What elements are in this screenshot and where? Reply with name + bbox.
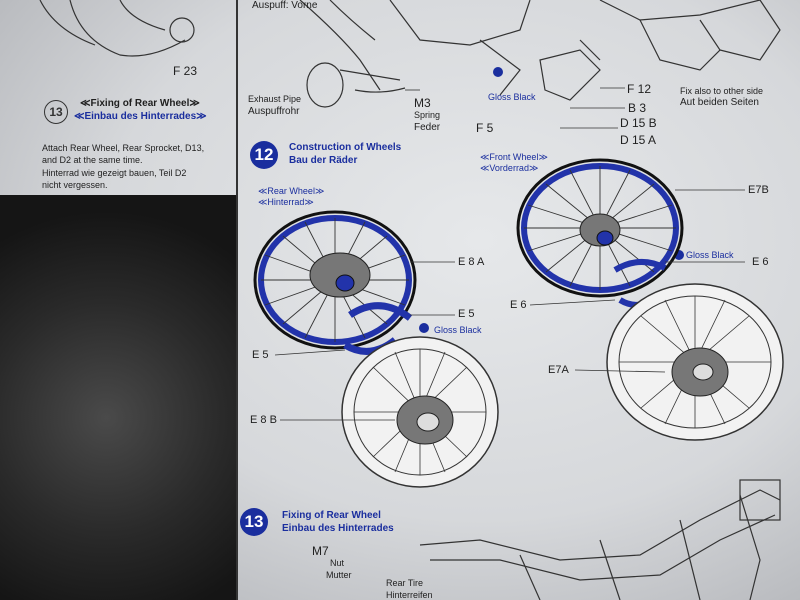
label-f5: F 5 xyxy=(476,121,494,135)
step13-title-de: Einbau des Hinterrades xyxy=(282,523,394,534)
label-feder: Feder xyxy=(414,122,441,133)
frame-sketch xyxy=(419,479,781,600)
label-d15a: D 15 A xyxy=(620,133,657,147)
label-e7a: E7A xyxy=(548,364,569,376)
label-e8b: E 8 B xyxy=(250,414,277,426)
label-mutter: Mutter xyxy=(326,570,352,580)
leader-lines xyxy=(274,87,745,421)
label-fix-also: Fix also to other side xyxy=(680,86,764,96)
label-f23: F 23 xyxy=(173,64,198,78)
label-d15b: D 15 B xyxy=(620,116,657,130)
label-spring: Spring xyxy=(414,110,441,120)
label-gloss-black-front: Gloss Black xyxy=(686,250,734,260)
label-aut-beiden: Aut beiden Seiten xyxy=(680,97,759,108)
step12-title-en: Construction of Wheels xyxy=(289,142,402,153)
label-nut: Nut xyxy=(330,558,345,568)
step12-title-de: Bau der Räder xyxy=(289,155,358,166)
label-e7b: E7B xyxy=(748,184,769,196)
label-m7: M7 xyxy=(312,544,329,558)
left-text-line2: and D2 at the same time. xyxy=(42,155,143,165)
label-rear-wheel: ≪Rear Wheel≫ xyxy=(258,186,325,196)
left-text-line1: Attach Rear Wheel, Rear Sprocket, D13, xyxy=(42,143,205,153)
label-b3: B 3 xyxy=(628,101,647,115)
left-text-line3: Hinterrad wie gezeigt bauen, Teil D2 xyxy=(42,168,187,178)
rear-wheel-blue xyxy=(253,210,417,350)
label-rear-tire: Rear Tire xyxy=(386,578,424,588)
label-e8a: E 8 A xyxy=(458,256,485,268)
left-title-de: ≪Einbau des Hinterrades≫ xyxy=(74,111,207,122)
left-text-line4: nicht vergessen. xyxy=(42,180,108,190)
motorcycle-photo xyxy=(0,195,236,600)
step12-badge: 12 xyxy=(250,141,278,169)
label-f12: F 12 xyxy=(627,82,652,96)
rear-wheel-tire xyxy=(341,336,499,488)
label-gloss-black-rear: Gloss Black xyxy=(434,325,482,335)
step13-title-en: Fixing of Rear Wheel xyxy=(282,510,381,521)
step13-badge: 13 xyxy=(240,508,268,536)
column-divider xyxy=(236,0,238,600)
top-left-sketch xyxy=(39,0,195,57)
label-e5-left: E 5 xyxy=(252,349,269,361)
front-wheel-tire xyxy=(606,283,784,441)
label-front-wheel: ≪Front Wheel≫ xyxy=(480,152,548,162)
front-wheel-blue xyxy=(516,158,684,298)
label-auspuff-vorne: Auspuff: Vorne xyxy=(252,0,318,11)
label-auspuffrohr: Auspuffrohr xyxy=(248,106,300,117)
label-e6-left: E 6 xyxy=(510,299,527,311)
label-exhaust-pipe: Exhaust Pipe xyxy=(248,94,302,104)
label-hinterrad: ≪Hinterrad≫ xyxy=(258,197,314,207)
label-e6-right: E 6 xyxy=(752,256,769,268)
left-step-badge: 13 xyxy=(44,100,68,124)
label-gloss-black-top: Gloss Black xyxy=(488,92,536,102)
label-m3: M3 xyxy=(414,96,431,110)
label-vorderrad: ≪Vorderrad≫ xyxy=(480,163,539,173)
label-e5-right: E 5 xyxy=(458,308,475,320)
engine-sketch xyxy=(299,0,781,108)
label-hinterreifen: Hinterreifen xyxy=(386,590,433,600)
left-title-en: ≪Fixing of Rear Wheel≫ xyxy=(80,98,200,109)
